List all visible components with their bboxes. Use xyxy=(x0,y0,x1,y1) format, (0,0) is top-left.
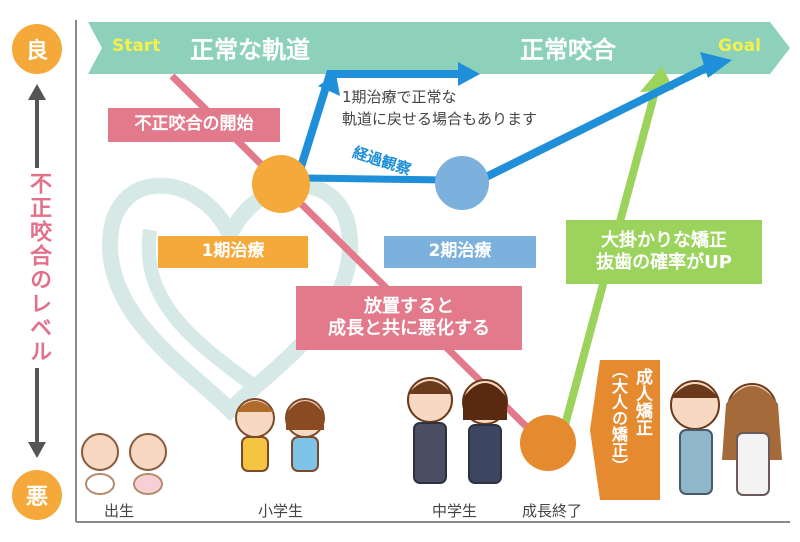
junior-high-kids-illustration xyxy=(407,377,508,484)
neglect-line1: 放置すると xyxy=(364,295,454,317)
banner-goal: Goal xyxy=(718,36,761,56)
axis-good-badge: 良 xyxy=(12,24,62,74)
heart-decoration-inner xyxy=(141,229,265,396)
elementary-kids-illustration xyxy=(235,398,325,472)
banner-start: Start xyxy=(112,36,161,56)
banner-normal-path: 正常な軌道 xyxy=(190,36,310,64)
observation-arrow-line xyxy=(304,174,449,184)
phase2-arrowhead xyxy=(700,52,732,78)
adult-label: 成人矯正 xyxy=(632,368,652,436)
baby-illustration xyxy=(81,433,167,495)
banner-normal-bite: 正常咬合 xyxy=(520,36,616,64)
growth-end-circle xyxy=(520,415,576,471)
stage-growth-end: 成長終了 xyxy=(522,502,583,520)
stage-birth: 出生 xyxy=(104,502,135,520)
major-treatment-label: 大掛かりな矯正 抜歯の確率がUP xyxy=(566,220,762,284)
stage-elementary: 小学生 xyxy=(258,502,304,520)
stage-junior-high: 中学生 xyxy=(432,502,478,520)
axis-good-label: 良 xyxy=(25,39,48,64)
heart-decoration xyxy=(101,177,359,422)
phase1-note-line2: 軌道に戻せる場合もあります xyxy=(340,108,540,129)
axis-bad-badge: 悪 xyxy=(12,470,62,520)
return-up-arrowhead xyxy=(318,74,340,96)
phase2-label: 2期治療 xyxy=(384,236,536,268)
return-arrow-line xyxy=(296,70,462,172)
adult-box-arrow xyxy=(590,360,660,500)
onset-label: 不正咬合の開始 xyxy=(108,108,280,142)
neglect-line2: 成長と共に悪化する xyxy=(328,318,490,339)
phase2-circle xyxy=(435,156,489,210)
axis-title: 不正咬合のレベル xyxy=(22,168,54,368)
major-line1: 大掛かりな矯正 xyxy=(601,229,727,251)
phase1-label: 1期治療 xyxy=(158,236,308,268)
adults-illustration xyxy=(670,380,782,496)
return-arrowhead xyxy=(458,62,480,86)
phase2-arrow-line xyxy=(478,62,712,184)
axis-arrow-down xyxy=(28,442,46,458)
major-line2: 抜歯の確率がUP xyxy=(596,252,732,273)
neglect-label: 放置すると 成長と共に悪化する xyxy=(296,286,522,350)
adult-label-paren: （大人の矯正） xyxy=(609,362,628,474)
phase1-circle xyxy=(252,155,310,213)
normal-path-banner xyxy=(88,22,790,74)
axis-bad-label: 悪 xyxy=(25,485,48,510)
phase1-note-line1: 1期治療で正常な xyxy=(340,86,459,107)
axis-arrow-up xyxy=(28,84,46,100)
